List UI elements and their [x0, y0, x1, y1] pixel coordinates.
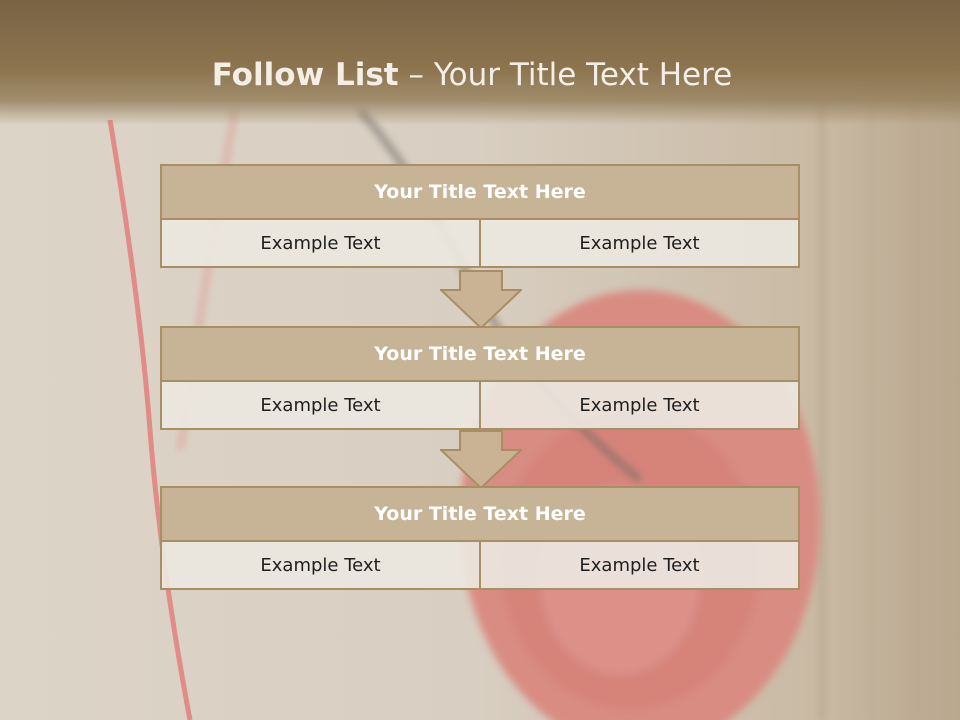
slide-title-bold: Follow List — [211, 57, 399, 93]
block-title: Your Title Text Here — [160, 486, 800, 542]
block-cell-right: Example Text — [479, 540, 800, 590]
list-block-3: Your Title Text Here Example Text Exampl… — [160, 486, 800, 590]
list-block-2: Your Title Text Here Example Text Exampl… — [160, 326, 800, 430]
slide-header-bar — [0, 0, 960, 125]
block-cell-left: Example Text — [160, 218, 481, 268]
block-row: Example Text Example Text — [160, 540, 800, 590]
block-cell-right: Example Text — [479, 380, 800, 430]
down-arrow-icon — [440, 430, 522, 490]
block-title: Your Title Text Here — [160, 164, 800, 220]
block-row: Example Text Example Text — [160, 218, 800, 268]
block-cell-left: Example Text — [160, 540, 481, 590]
red-string — [107, 119, 193, 720]
block-cell-right: Example Text — [479, 218, 800, 268]
slide-title-rest: – Your Title Text Here — [398, 57, 733, 93]
slide-title: Follow List – Your Title Text Here — [0, 55, 944, 95]
block-row: Example Text Example Text — [160, 380, 800, 430]
block-cell-left: Example Text — [160, 380, 481, 430]
block-title: Your Title Text Here — [160, 326, 800, 382]
list-block-1: Your Title Text Here Example Text Exampl… — [160, 164, 800, 268]
down-arrow-icon — [440, 270, 522, 330]
